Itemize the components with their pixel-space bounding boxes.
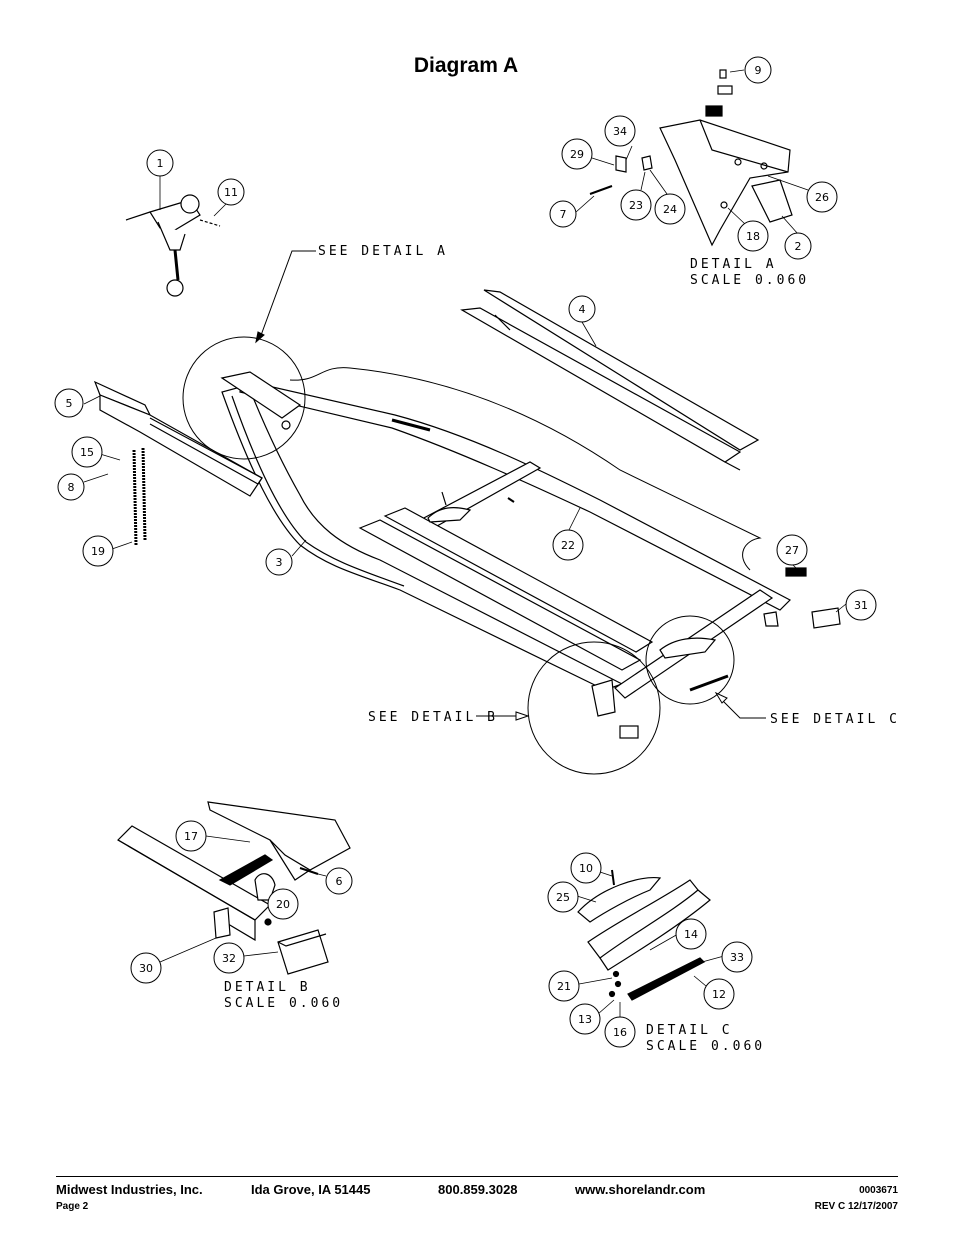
detail-a-circle	[182, 336, 306, 460]
callout-7: 7	[549, 200, 577, 228]
detail-leaders	[255, 250, 766, 721]
callout-34: 34	[604, 115, 636, 147]
svg-text:15: 15	[80, 446, 94, 459]
svg-text:21: 21	[557, 980, 571, 993]
svg-text:11: 11	[224, 186, 238, 199]
detail-c-scale: SCALE 0.060	[646, 1039, 765, 1054]
callout-12: 12	[703, 978, 735, 1010]
detail-c-name: DETAIL C	[646, 1023, 733, 1038]
footer-doc-number: 0003671	[859, 1185, 898, 1196]
svg-text:14: 14	[684, 928, 698, 941]
svg-text:26: 26	[815, 191, 829, 204]
callout-33: 33	[721, 941, 753, 973]
footer-page-number: Page 2	[56, 1201, 89, 1212]
detail-a-name: DETAIL A	[690, 257, 777, 272]
callout-18: 18	[737, 220, 769, 252]
detail-a-scale: SCALE 0.060	[690, 273, 809, 288]
callout-26: 26	[806, 181, 838, 213]
callout-25: 25	[547, 881, 579, 913]
see-detail-b-label: SEE DETAIL B	[368, 710, 498, 725]
svg-text:4: 4	[579, 303, 586, 316]
svg-text:13: 13	[578, 1013, 592, 1026]
svg-text:12: 12	[712, 988, 726, 1001]
svg-text:34: 34	[613, 125, 627, 138]
svg-text:18: 18	[746, 230, 760, 243]
callout-5: 5	[54, 388, 84, 418]
detail-c-circle	[645, 615, 735, 705]
callout-1: 1	[146, 149, 174, 177]
svg-text:3: 3	[276, 556, 283, 569]
callout-23: 23	[620, 189, 652, 221]
callout-20: 20	[267, 888, 299, 920]
callout-9: 9	[744, 56, 772, 84]
detail-circles	[182, 336, 735, 775]
footer-primary: Midwest Industries, Inc. Ida Grove, IA 5…	[56, 1182, 898, 1200]
svg-text:30: 30	[139, 962, 153, 975]
detail-b-circle	[527, 641, 661, 775]
callout-31: 31	[845, 589, 877, 621]
callout-17: 17	[175, 820, 207, 852]
svg-text:1: 1	[157, 157, 164, 170]
callout-leaders	[83, 69, 847, 1018]
trailer-frame	[93, 194, 841, 739]
callout-22: 22	[552, 529, 584, 561]
svg-text:7: 7	[560, 208, 567, 221]
callout-14: 14	[675, 918, 707, 950]
svg-text:20: 20	[276, 898, 290, 911]
callout-2: 2	[784, 232, 812, 260]
detail-b-name: DETAIL B	[224, 980, 311, 995]
callout-16: 16	[604, 1016, 636, 1048]
footer-company: Midwest Industries, Inc.	[56, 1182, 203, 1197]
callout-21: 21	[548, 970, 580, 1002]
svg-text:25: 25	[556, 891, 570, 904]
svg-text:29: 29	[570, 148, 584, 161]
callout-6: 6	[325, 867, 353, 895]
footer-location: Ida Grove, IA 51445	[251, 1182, 371, 1197]
callout-24: 24	[654, 193, 686, 225]
callout-13: 13	[569, 1003, 601, 1035]
svg-text:24: 24	[663, 203, 677, 216]
callout-19: 19	[82, 535, 114, 567]
svg-text:19: 19	[91, 545, 105, 558]
callout-3: 3	[265, 548, 293, 576]
callout-4: 4	[568, 295, 596, 323]
svg-text:27: 27	[785, 544, 799, 557]
svg-text:33: 33	[730, 951, 744, 964]
svg-text:9: 9	[755, 64, 762, 77]
svg-text:32: 32	[222, 952, 236, 965]
diagram-title: Diagram A	[414, 54, 518, 77]
footer-revision: REV C 12/17/2007	[814, 1201, 898, 1212]
svg-text:10: 10	[579, 862, 593, 875]
callout-30: 30	[130, 952, 162, 984]
callout-10: 10	[570, 852, 602, 884]
callout-27: 27	[776, 534, 808, 566]
callout-15: 15	[71, 436, 103, 468]
detail-c-drawing	[577, 869, 711, 1001]
see-detail-a-label: SEE DETAIL A	[318, 244, 448, 259]
detail-b-drawing	[117, 801, 351, 975]
svg-text:17: 17	[184, 830, 198, 843]
footer-secondary: Page 2 REV C 12/17/2007	[56, 1201, 898, 1215]
svg-text:31: 31	[854, 599, 868, 612]
detail-a-drawing	[589, 69, 793, 247]
callout-29: 29	[561, 138, 593, 170]
footer-divider	[56, 1176, 898, 1177]
see-detail-c-label: SEE DETAIL C	[770, 712, 900, 727]
callout-32: 32	[213, 942, 245, 974]
svg-text:2: 2	[795, 240, 802, 253]
parts-diagram: Diagram A	[54, 54, 900, 1054]
svg-text:16: 16	[613, 1026, 627, 1039]
footer-website[interactable]: www.shorelandr.com	[575, 1182, 706, 1197]
svg-text:8: 8	[68, 481, 75, 494]
svg-text:22: 22	[561, 539, 575, 552]
svg-text:6: 6	[336, 875, 343, 888]
detail-b-scale: SCALE 0.060	[224, 996, 343, 1011]
svg-text:23: 23	[629, 199, 643, 212]
svg-text:5: 5	[66, 397, 73, 410]
footer-phone: 800.859.3028	[438, 1182, 518, 1197]
callout-11: 11	[217, 178, 245, 206]
callout-8: 8	[57, 473, 85, 501]
